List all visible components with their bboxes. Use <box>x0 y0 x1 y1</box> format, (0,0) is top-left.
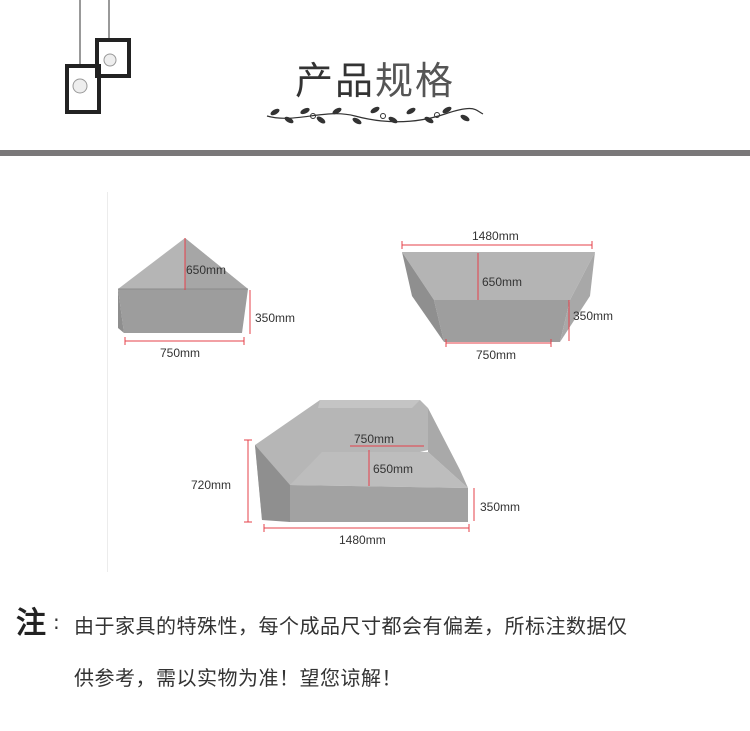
trapezoid-bottom-label: 750mm <box>476 348 516 362</box>
trapezoid-ottoman <box>402 252 595 342</box>
title-part-1: 产品 <box>294 59 375 103</box>
trapezoid-height-label: 650mm <box>482 275 522 289</box>
trapezoid-depth-label: 350mm <box>573 309 613 323</box>
vine-ornament-icon <box>266 106 484 125</box>
corner-depth-label: 350mm <box>480 500 520 514</box>
corner-inner-label: 750mm <box>354 432 394 446</box>
triangle-depth-label: 350mm <box>255 311 295 325</box>
trapezoid-top-label: 1480mm <box>472 229 519 243</box>
page-title: 产品规格 <box>0 50 750 105</box>
note-text-line-2: 供参考，需以实物为准！望您谅解！ <box>74 666 402 690</box>
section-divider <box>0 150 750 156</box>
note-heading: 注 <box>16 606 46 641</box>
corner-sofa <box>255 400 468 522</box>
spec-drawings: 650mm 350mm 750mm 1480mm 650mm 350mm 750… <box>118 229 613 547</box>
triangle-ottoman <box>118 238 248 333</box>
corner-back-label: 720mm <box>191 478 231 492</box>
corner-width-label: 1480mm <box>339 533 386 547</box>
trapezoid-dimension-lines <box>401 241 593 347</box>
note-colon: : <box>53 610 60 634</box>
corner-dimension-lines <box>244 439 475 532</box>
margin-guide-line <box>107 192 108 572</box>
corner-seat-label: 650mm <box>373 462 413 476</box>
triangle-height-label: 650mm <box>186 263 226 277</box>
title-part-2: 规格 <box>375 59 456 103</box>
note-text-line-1: 由于家具的特殊性，每个成品尺寸都会有偏差，所标注数据仅 <box>74 614 628 638</box>
triangle-width-label: 750mm <box>160 346 200 360</box>
pendant-lamp-icon <box>65 0 131 114</box>
triangle-dimension-lines <box>124 238 251 345</box>
